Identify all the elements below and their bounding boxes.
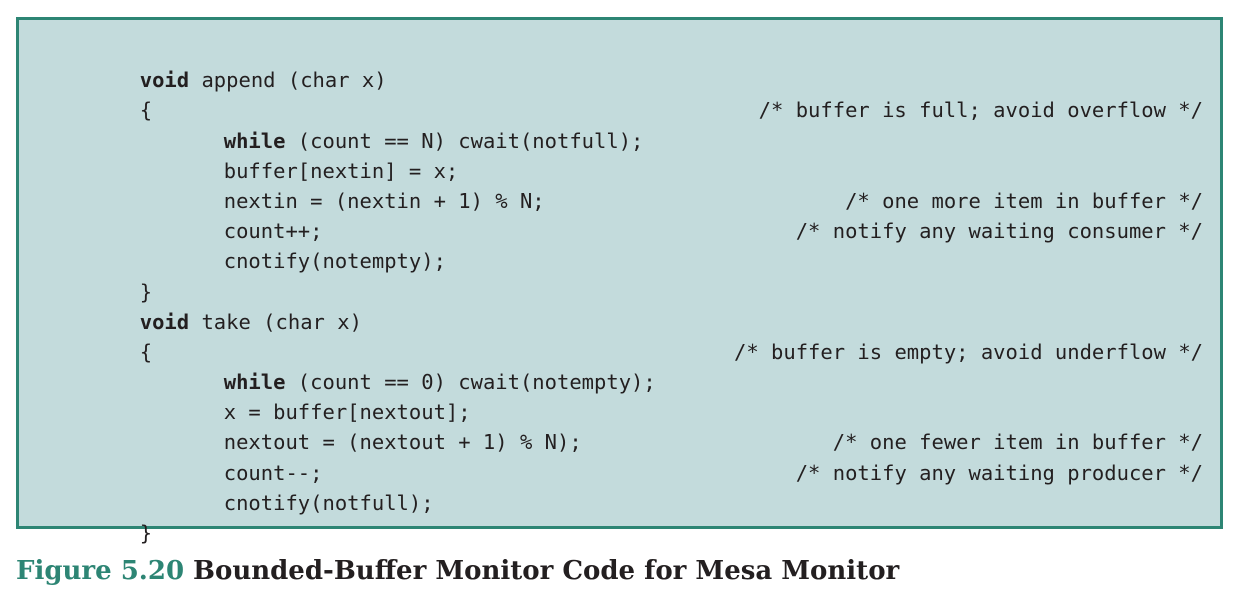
code-text: } [139,279,153,304]
code-keyword: while [223,370,286,395]
code-comment: /* one more item in buffer */ [845,188,1203,213]
code-line: x = buffer[nextout]; [41,367,1203,424]
code-text: cnotify(notempty); [223,249,446,274]
code-comment: /* buffer is empty; avoid underflow */ [734,339,1203,364]
code-line: { [41,65,1203,122]
code-line: cnotify(notempty); /* notify any waiting… [41,216,1203,273]
code-comment: /* notify any waiting consumer */ [795,219,1203,244]
code-keyword: void [139,309,190,334]
code-line: nextin = (nextin + 1) % N; [41,156,1203,213]
code-listing: void append (char x) { while (count == N… [41,35,1203,545]
code-line: buffer[nextin] = x; [41,126,1203,183]
code-listing-box: void append (char x) { while (count == N… [16,17,1223,545]
code-text: count--; [223,460,323,485]
code-text: x = buffer[nextout]; [223,400,471,425]
code-text: nextin = (nextin + 1) % N; [223,188,545,213]
code-text: cnotify(notfull); [223,490,434,515]
code-comment: /* buffer is full; avoid overflow */ [758,98,1203,123]
code-text: (count == 0) cwait(notempty); [285,370,656,395]
code-text: append (char x) [189,68,387,93]
code-line: void take (char x) [41,277,1203,334]
code-line: { [41,307,1203,364]
code-keyword: while [223,128,286,153]
code-comment: /* notify any waiting producer */ [795,460,1203,485]
code-text: take (char x) [189,309,362,334]
code-line: while (count == 0) cwait(notempty); /* b… [41,337,1203,394]
code-line: } [41,246,1203,304]
code-keyword: void [139,68,190,93]
code-text: (count == N) cwait(notfull); [285,128,644,153]
code-text: } [139,521,153,546]
code-text: nextout = (nextout + 1) % N); [223,430,582,455]
code-line: count++; /* one more item in buffer */ [41,186,1203,243]
code-text: { [139,339,153,364]
code-comment: /* one fewer item in buffer */ [832,430,1203,455]
code-line: cnotify(notfull); /* notify any waiting … [41,458,1203,515]
code-text: { [139,98,153,123]
code-line: while (count == N) cwait(notfull); /* bu… [41,95,1203,152]
code-text: count++; [223,219,323,244]
code-line: count--; /* one fewer item in buffer */ [41,427,1203,484]
figure-title: Bounded-Buffer Monitor Code for Mesa Mon… [193,556,900,586]
code-text: buffer[nextin] = x; [223,158,459,183]
code-line: } [41,488,1203,545]
code-line: nextout = (nextout + 1) % N); [41,397,1203,454]
code-line: void append (char x) [41,35,1203,92]
figure-caption: Figure 5.20 Bounded-Buffer Monitor Code f… [16,556,899,586]
figure-number: Figure 5.20 [16,556,185,586]
